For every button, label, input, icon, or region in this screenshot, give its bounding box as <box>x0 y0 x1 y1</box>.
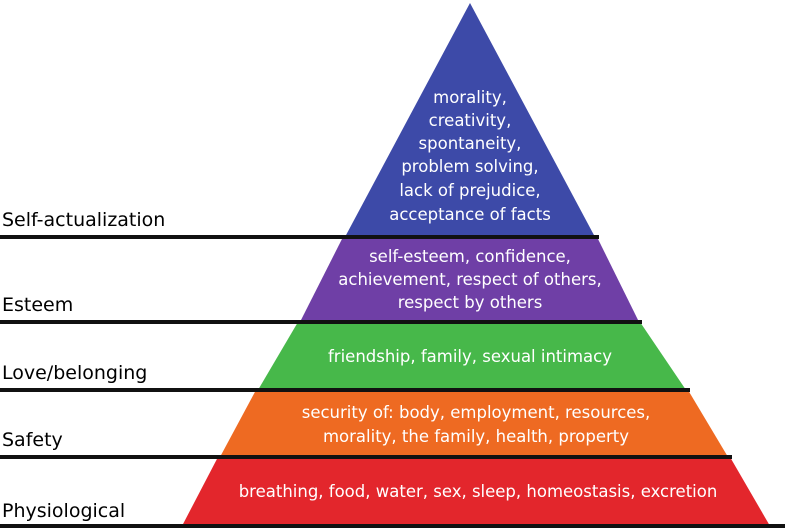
level-label-esteem: Esteem <box>2 294 73 316</box>
divider-line-self-actualization <box>0 235 599 239</box>
tier-self-actualization <box>345 3 595 237</box>
physiological-text-line: breathing, food, water, sex, sleep, home… <box>239 482 718 501</box>
divider-line-esteem <box>0 320 642 324</box>
safety-text-line: morality, the family, health, property <box>323 427 629 446</box>
esteem-text-line: achievement, respect of others, <box>338 270 601 289</box>
tier-physiological <box>182 457 770 526</box>
love-belonging-text-line: friendship, family, sexual intimacy <box>328 347 612 366</box>
tier-love-belonging <box>258 322 686 390</box>
level-label-physiological: Physiological <box>2 500 125 522</box>
self-actualization-text-line: problem solving, <box>401 157 538 176</box>
self-actualization-text-line: acceptance of facts <box>389 205 551 224</box>
self-actualization-text-line: morality, <box>433 88 507 107</box>
esteem-text-line: respect by others <box>398 293 543 312</box>
level-label-safety: Safety <box>2 429 63 451</box>
divider-line-love-belonging <box>0 388 690 392</box>
level-label-love-belonging: Love/belonging <box>2 362 147 384</box>
self-actualization-text-line: creativity, <box>429 111 512 130</box>
tier-esteem <box>300 237 639 322</box>
self-actualization-text-line: spontaneity, <box>419 134 522 153</box>
tier-safety <box>220 390 728 457</box>
divider-line-physiological <box>0 524 785 528</box>
esteem-text-line: self-esteem, confidence, <box>369 247 571 266</box>
self-actualization-text-line: lack of prejudice, <box>399 181 540 200</box>
divider-line-safety <box>0 455 732 459</box>
level-label-self-actualization: Self-actualization <box>2 209 165 231</box>
safety-text-line: security of: body, employment, resources… <box>302 403 651 422</box>
